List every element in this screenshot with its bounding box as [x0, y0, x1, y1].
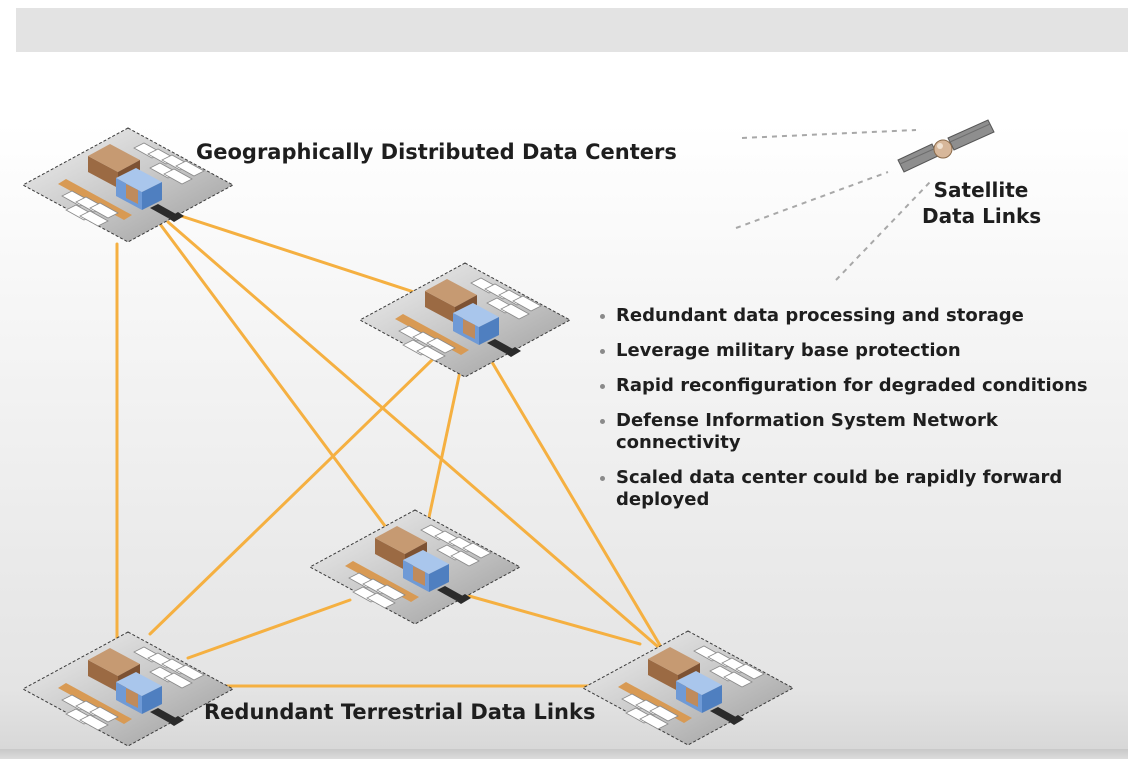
- bullet-item: Rapid reconfiguration for degraded condi…: [596, 375, 1126, 397]
- satellite-label: Satellite Data Links: [922, 177, 1042, 229]
- top-bar: [16, 8, 1128, 52]
- terrestrial-links: [115, 212, 666, 688]
- link-dc-middle-right-to-dc-bottom-left: [148, 358, 434, 636]
- satellite-label-line-1: Satellite: [933, 178, 1029, 202]
- beam-lower: [835, 181, 931, 281]
- satellite-icon: [897, 119, 995, 173]
- bullet-list: Redundant data processing and storage Le…: [596, 305, 1126, 524]
- bullet-item: Defense Information System Network conne…: [596, 410, 1046, 454]
- bottom-strip: [0, 749, 1128, 759]
- dc-bottom-right-icon: [582, 630, 794, 746]
- beam-middle: [735, 171, 889, 229]
- satellite-beams: [735, 129, 931, 281]
- link-dc-center-to-dc-bottom-right: [460, 592, 642, 646]
- dc-middle-right-icon: [359, 262, 571, 378]
- link-dc-center-to-dc-bottom-left: [186, 598, 352, 660]
- satellite-label-line-2: Data Links: [922, 204, 1042, 228]
- title-bottom: Redundant Terrestrial Data Links: [204, 700, 596, 724]
- link-dc-middle-right-to-dc-bottom-right: [484, 350, 666, 654]
- link-dc-middle-right-to-dc-center: [426, 360, 464, 524]
- bullet-item: Redundant data processing and storage: [596, 305, 1126, 327]
- bullet-item: Leverage military base protection: [596, 340, 1126, 362]
- title-top: Geographically Distributed Data Centers: [196, 140, 677, 164]
- link-dc-top-left-to-dc-bottom-right: [166, 220, 666, 654]
- bullet-item: Scaled data center could be rapidly forw…: [596, 467, 1096, 511]
- link-dc-top-left-to-dc-middle-right: [173, 212, 422, 296]
- beam-upper: [741, 129, 917, 139]
- dc-bottom-left-icon: [22, 631, 234, 747]
- link-dc-top-left-to-dc-center: [158, 222, 390, 532]
- dc-center-icon: [309, 509, 521, 625]
